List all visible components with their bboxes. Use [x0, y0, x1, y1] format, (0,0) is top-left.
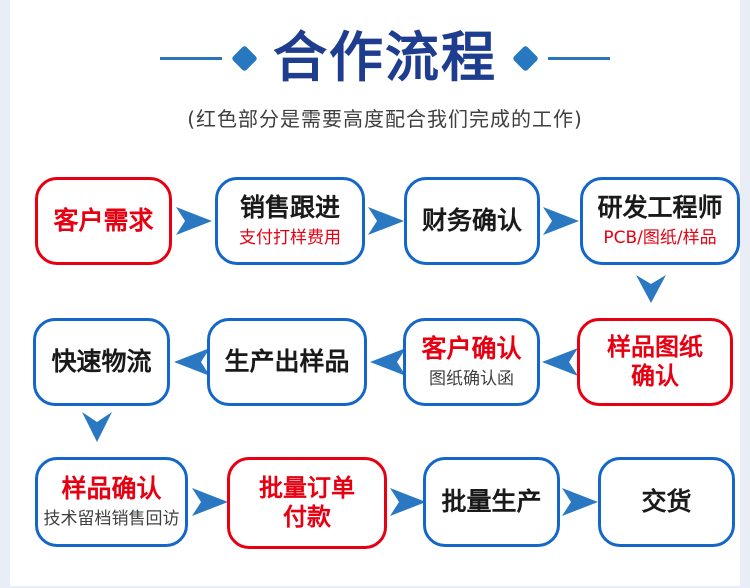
flow-arrow-left-icon [542, 348, 578, 376]
title-line-decoration-left [160, 56, 222, 60]
box-title: 样品确认 [61, 474, 162, 504]
box-subtitle: PCB/图纸/样品 [603, 227, 717, 248]
box-title: 销售跟进 [239, 193, 340, 223]
box-title: 样品图纸 [607, 332, 703, 361]
flow-box-fast-logistics: 快速物流 [33, 318, 170, 406]
flowchart: 客户需求 销售跟进 支付打样费用 财务确认 研发工程师 PCB/图纸/样品 快速… [10, 0, 750, 588]
flow-arrow-right-icon [368, 207, 404, 235]
box-subtitle: 图纸确认函 [429, 368, 514, 389]
flow-box-bulk-production: 批量生产 [423, 457, 560, 547]
box-title: 批量订单 [259, 473, 355, 502]
box-title-line2: 付款 [283, 503, 331, 531]
box-title: 生产出样品 [224, 346, 350, 376]
page-title: 合作流程 [273, 26, 497, 89]
box-subtitle: 支付打样费用 [239, 227, 341, 248]
box-subtitle: 技术留档销售回访 [43, 508, 180, 529]
box-title: 财务确认 [421, 205, 522, 235]
flow-box-produce-sample: 生产出样品 [207, 318, 367, 406]
flow-box-sales-follow-up: 销售跟进 支付打样费用 [215, 177, 365, 265]
flow-box-customer-demand: 客户需求 [35, 177, 172, 265]
flow-arrow-right-icon [390, 488, 426, 516]
flow-arrow-left-icon [174, 348, 210, 376]
box-title: 交货 [641, 486, 692, 516]
flow-arrow-right-icon [543, 207, 579, 235]
flow-box-finance-confirm: 财务确认 [404, 177, 540, 265]
box-title: 批量生产 [441, 486, 542, 516]
title-line-decoration-right [548, 56, 610, 60]
flow-arrow-down-icon [82, 412, 112, 442]
header: 合作流程 (红色部分是需要高度配合我们完成的工作) [10, 26, 750, 132]
flow-box-bulk-order-payment: 批量订单 付款 [227, 457, 387, 549]
flow-box-rd-engineer: 研发工程师 PCB/图纸/样品 [580, 177, 740, 265]
flow-box-sample-confirm: 样品确认 技术留档销售回访 [35, 457, 188, 547]
box-title: 客户需求 [53, 205, 154, 235]
flow-box-sample-drawing-confirm: 样品图纸 确认 [577, 318, 733, 406]
flow-box-customer-confirm: 客户确认 图纸确认函 [403, 318, 540, 406]
flow-box-delivery: 交货 [598, 457, 735, 547]
flow-arrow-down-icon [636, 275, 666, 303]
flow-arrow-right-icon [192, 488, 228, 516]
box-title: 客户确认 [421, 334, 522, 364]
title-row: 合作流程 [10, 26, 750, 90]
flow-arrow-right-icon [176, 207, 212, 235]
content-panel: 合作流程 (红色部分是需要高度配合我们完成的工作) 客户需求 销售跟进 支付打样… [10, 0, 740, 586]
legend-subtitle: (红色部分是需要高度配合我们完成的工作) [187, 107, 583, 131]
box-title: 快速物流 [51, 346, 152, 376]
flow-arrow-left-icon [370, 348, 406, 376]
flow-arrow-right-icon [562, 488, 598, 516]
box-title: 研发工程师 [597, 193, 723, 223]
box-title-line2: 确认 [631, 362, 679, 390]
